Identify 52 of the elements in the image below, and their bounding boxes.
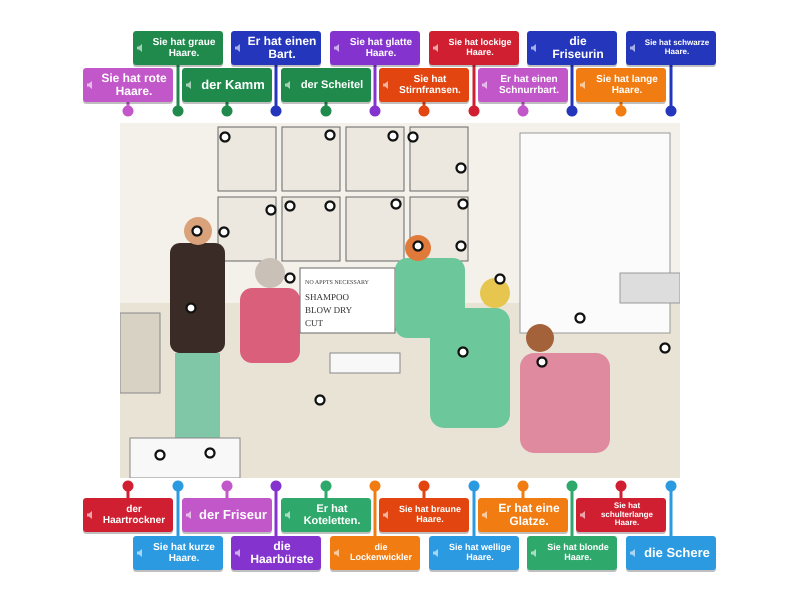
label-card	[379, 498, 469, 532]
label-text: Er hat Koteletten.	[302, 502, 362, 528]
label-card	[527, 31, 617, 65]
hair-salon-drawing	[120, 123, 680, 478]
label-card	[330, 31, 420, 65]
label-text: die Haarbürste	[249, 540, 315, 566]
label-text: die Schere	[643, 546, 711, 560]
label-card	[231, 536, 321, 570]
label-text: der Haartrockner	[102, 504, 166, 526]
label-card	[281, 68, 371, 102]
label-card	[182, 68, 272, 102]
label-card	[379, 68, 469, 102]
label-card	[626, 31, 716, 65]
label-text: Sie hat rote Haare.	[100, 72, 168, 98]
label-card	[182, 498, 272, 532]
sign-text: BLOW DRY	[305, 305, 352, 315]
label-text: Sie hat lange Haare.	[595, 74, 659, 96]
label-card	[281, 498, 371, 532]
label-text: Sie hat graue Haare.	[152, 37, 216, 59]
label-text: Sie hat braune Haare.	[398, 505, 462, 525]
label-card	[576, 68, 666, 102]
sign-text: SHAMPOO	[305, 292, 350, 302]
label-card	[231, 31, 321, 65]
label-text: die Lockenwickler	[348, 543, 414, 563]
label-card	[330, 536, 420, 570]
label-text: Er hat einen Bart.	[246, 34, 318, 62]
label-card	[133, 31, 223, 65]
label-text: Sie hat glatte Haare.	[348, 37, 414, 59]
label-text: Sie hat lockige Haare.	[447, 38, 513, 58]
label-card	[576, 498, 666, 532]
label-text: Sie hat Stirnfransen.	[398, 74, 462, 96]
label-card	[626, 536, 716, 570]
label-text: der Friseur	[198, 508, 268, 522]
label-text: Sie hat schwarze Haare.	[644, 39, 710, 57]
label-card	[133, 536, 223, 570]
label-card	[83, 68, 173, 102]
label-card	[429, 536, 519, 570]
label-text: Sie hat wellige Haare.	[448, 543, 512, 563]
label-card	[429, 31, 519, 65]
label-text: Er hat eine Glatze.	[497, 502, 561, 528]
label-card	[527, 536, 617, 570]
label-text: Er hat einen Schnurrbart.	[498, 74, 560, 96]
label-text: Sie hat kurze Haare.	[152, 542, 216, 564]
label-card	[478, 498, 568, 532]
label-card	[83, 498, 173, 532]
label-text: Sie hat blonde Haare.	[546, 543, 610, 563]
label-text: Sie hat schulterlange Haare.	[600, 502, 654, 528]
label-text: der Kamm	[200, 78, 266, 92]
label-card	[478, 68, 568, 102]
label-text: der Scheitel	[300, 78, 364, 92]
sign-text: CUT	[305, 318, 323, 328]
label-text: die Friseurin	[551, 34, 605, 62]
